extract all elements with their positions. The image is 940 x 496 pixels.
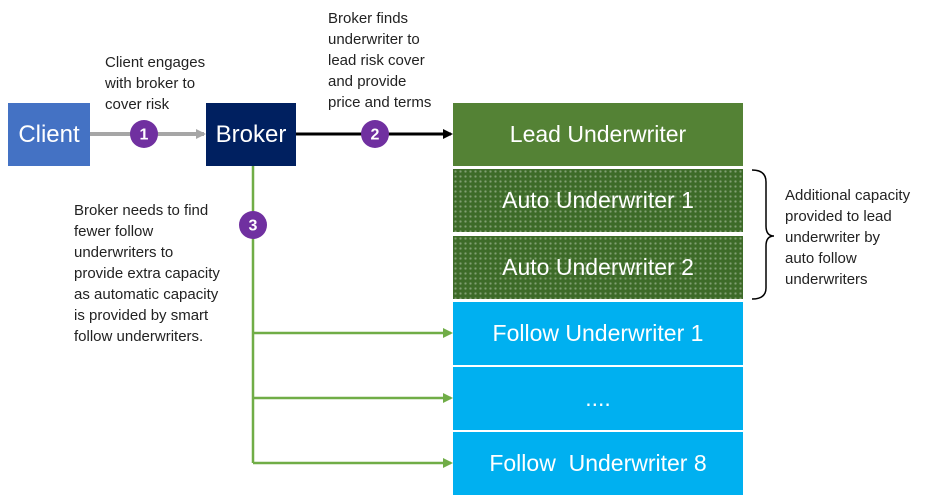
step-1-badge: 1 <box>130 120 158 148</box>
step-1-badge-text: 1 <box>140 127 149 144</box>
auto-underwriter-2-label: Auto Underwriter 2 <box>502 254 694 280</box>
bracket-note: Additional capacity provided to lead und… <box>785 187 911 288</box>
step-2-badge: 2 <box>361 120 389 148</box>
broker-box: Broker <box>206 103 296 166</box>
follow-underwriter-ellipsis-box: .... <box>453 367 743 430</box>
step1-note: Client engages with broker to cover risk <box>105 54 206 113</box>
client-label: Client <box>18 120 80 148</box>
auto-underwriter-2-box: Auto Underwriter 2 <box>453 236 743 299</box>
lead-underwriter-box: Lead Underwriter <box>453 103 743 166</box>
step-3-badge: 3 <box>239 211 267 239</box>
follow-underwriter-1-box: Follow Underwriter 1 <box>453 302 743 365</box>
step-2-badge-text: 2 <box>371 127 380 144</box>
client-box: Client <box>8 103 90 166</box>
follow-underwriter-ellipsis-label: .... <box>585 385 611 411</box>
follow-underwriter-8-label: Follow Underwriter 8 <box>489 450 707 476</box>
step-3-badge-text: 3 <box>249 218 258 235</box>
follow-underwriter-1-label: Follow Underwriter 1 <box>492 320 704 346</box>
step2-note: Broker finds underwriter to lead risk co… <box>328 10 432 111</box>
follow-underwriter-8-box: Follow Underwriter 8 <box>453 432 743 495</box>
broker-label: Broker <box>215 120 287 148</box>
auto-underwriter-1-label: Auto Underwriter 1 <box>502 187 694 213</box>
lead-underwriter-label: Lead Underwriter <box>509 121 687 147</box>
auto-capacity-bracket <box>751 169 775 300</box>
step3-note: Broker needs to find fewer follow underw… <box>74 202 220 345</box>
auto-underwriter-1-box: Auto Underwriter 1 <box>453 169 743 232</box>
